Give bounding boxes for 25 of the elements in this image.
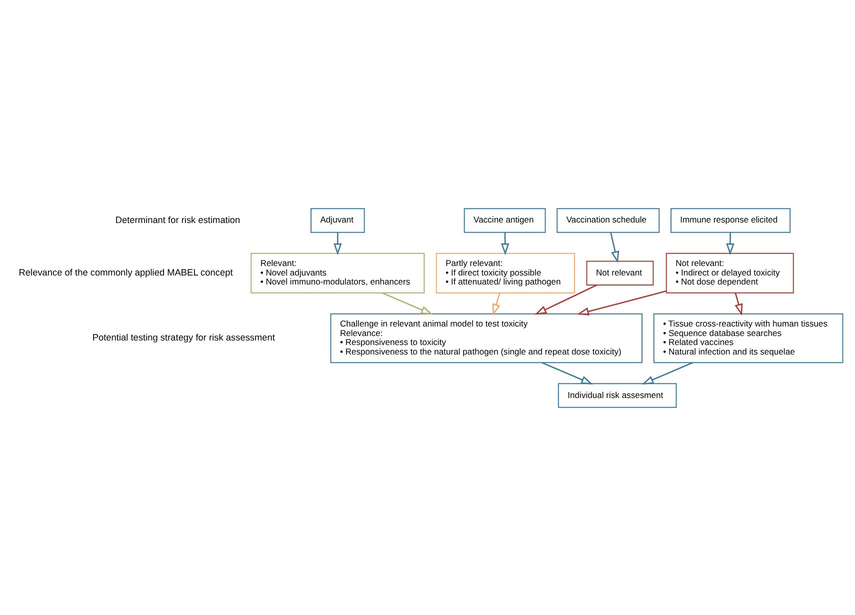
node-box: Partly relevant: • If direct toxicity possible • If attenuated/ living pathogen [436,252,576,293]
arrow [542,362,593,384]
node-box: Adjuvant [310,208,365,232]
node-box: Vaccine antigen [464,208,546,232]
arrow [500,232,510,255]
node-box: Individual risk assesment [558,382,677,408]
node-box: Immune response elicited [670,208,791,232]
arrow [610,232,620,263]
arrow [726,232,734,255]
node-box: • Tissue cross-reactivity with human tissues • Sequence database searches • Related vaccines • Natural infection and its sequelae [653,312,844,363]
arrow [577,290,667,315]
arrow [734,292,743,316]
node-box: Not relevant [586,260,654,285]
node-box: Relevant: • Novel adjuvants • Novel immuno-modulators, enhancers [250,252,425,293]
label: Potential testing strategy for risk assessment [92,332,275,342]
arrow [534,284,598,314]
arrow [382,292,433,314]
node-box: Not relevant: • Indirect or delayed toxicity • Not dose dependent [666,252,794,293]
arrow [642,362,694,384]
arrow [492,292,500,316]
node-box: Vaccination schedule [556,208,660,232]
label: Relevance of the commonly applied MABEL concept [18,267,233,278]
node-box: Challenge in relevant animal model to test toxicity Relevance: • Responsiveness to toxicity • Responsiveness to the natural pathogen (single and repeat dose toxicity) [330,312,643,363]
arrow [334,232,342,255]
label: Determinant for risk estimation [115,214,240,224]
